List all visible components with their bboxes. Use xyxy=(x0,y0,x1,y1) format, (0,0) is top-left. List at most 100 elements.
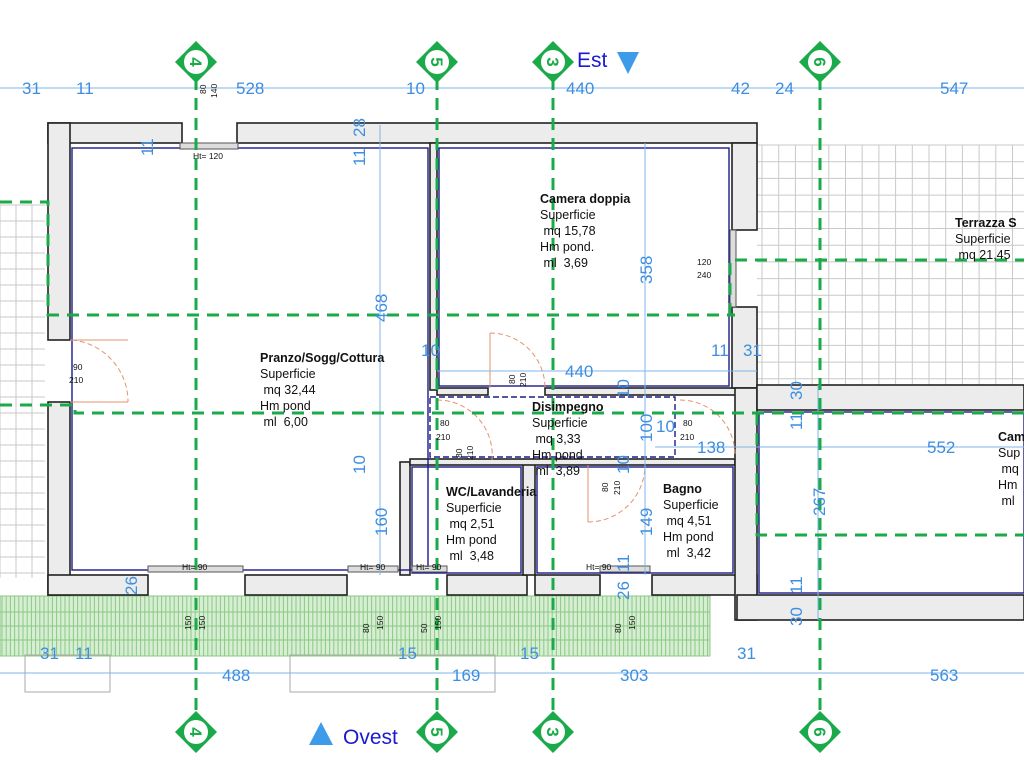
wall xyxy=(446,574,528,596)
room-label-camera-doppia: Camera doppia Superficie mq 15,78 Hm pon… xyxy=(540,192,631,270)
room-label-wc: WC/Lavanderia Superficie mq 2,51 Hm pond… xyxy=(446,485,537,563)
dimension-label: 11 xyxy=(711,341,729,360)
room-area-label: Superficie xyxy=(663,498,719,512)
axis-bubble-6-bottom[interactable]: 6 xyxy=(799,711,841,753)
dimension-label: 358 xyxy=(637,256,656,284)
dimension-label: 440 xyxy=(565,362,593,381)
dimension-label: 303 xyxy=(620,666,648,685)
axis-line-horizontal xyxy=(755,413,1024,537)
room-area: mq 3,33 xyxy=(532,432,581,446)
door-swing xyxy=(489,332,546,389)
arrow-down-icon xyxy=(617,52,639,74)
axis-bubble-3-top[interactable]: 3 xyxy=(532,41,574,83)
top-dimensions: 31 11 528 10 440 42 24 547 80 140 xyxy=(22,79,968,98)
dimension-label: 10 xyxy=(350,455,369,474)
room-height: ml 3,42 xyxy=(663,546,711,560)
dimension-label: 26 xyxy=(614,581,633,600)
door-height: 210 xyxy=(518,373,528,387)
opening-labels: Ht= 120 Ht= 90 Ht= 90 Ht= 90 Ht= 90 90 2… xyxy=(69,151,711,633)
room-name: Cam xyxy=(998,430,1024,444)
dimension-label: 42 xyxy=(731,79,750,98)
dimension-label: 15 xyxy=(398,644,417,663)
wall xyxy=(731,306,758,389)
room-label-pranzo: Pranzo/Sogg/Cottura Superficie mq 32,44 … xyxy=(260,351,385,429)
axis-bubble-6-top[interactable]: 6 xyxy=(799,41,841,83)
room-name: Terrazza S xyxy=(955,216,1017,230)
dimension-label: 31 xyxy=(737,644,756,663)
axis-bubble-3-bottom[interactable]: 3 xyxy=(532,711,574,753)
wall xyxy=(244,574,348,596)
orientation-label-west: Ovest xyxy=(343,726,398,749)
door-width: 80 xyxy=(600,482,610,492)
window-height-label: Ht= 120 xyxy=(193,151,223,161)
dimension-label: 100 xyxy=(637,414,656,442)
dimension-label: 440 xyxy=(566,79,594,98)
room-label-camera-2: Cam Sup mq Hm ml xyxy=(998,430,1024,508)
wall xyxy=(399,461,411,576)
axis-label: 3 xyxy=(543,727,562,736)
window-height: 240 xyxy=(697,270,711,280)
window-sill-label: Ht= 90 xyxy=(586,562,612,572)
axis-label: 3 xyxy=(543,57,562,66)
balcony-railing xyxy=(0,596,710,656)
dimension-label: 24 xyxy=(775,79,794,98)
dimension-label: 267 xyxy=(810,488,829,516)
walls xyxy=(47,122,1024,621)
room-height-label: Hm pond. xyxy=(540,240,594,254)
room-height: ml 6,00 xyxy=(260,415,308,429)
room-height: ml 3,89 xyxy=(532,464,580,478)
room-outline-bagno xyxy=(536,466,734,574)
axis-bubble-5-bottom[interactable]: 5 xyxy=(416,711,458,753)
room-area-label: Superficie xyxy=(446,501,502,515)
door-swing xyxy=(436,399,493,461)
dimension-label: 10 xyxy=(614,379,633,398)
dimension-label: 10 xyxy=(656,417,675,436)
room-height-label: Hm pond xyxy=(663,530,714,544)
dimension-label: 15 xyxy=(520,644,539,663)
inner-dimensions: 10 440 11 31 10 138 552 11 xyxy=(138,138,955,457)
axis-line-horizontal xyxy=(728,258,1024,315)
balcony-dimension: 150 xyxy=(183,616,193,630)
door-swing xyxy=(679,399,736,456)
dimension-label: 11 xyxy=(787,412,806,430)
axis-bubble-4-bottom[interactable]: 4 xyxy=(175,711,217,753)
window-sill-label: Ht= 90 xyxy=(360,562,386,572)
room-name: Pranzo/Sogg/Cottura xyxy=(260,351,385,365)
wall xyxy=(236,122,758,144)
wall xyxy=(756,384,1024,411)
dimension-label: 149 xyxy=(637,508,656,536)
room-height-label: Hm pond xyxy=(532,448,583,462)
arrow-up-icon xyxy=(309,722,333,745)
axis-bubble-5-top[interactable]: 5 xyxy=(416,41,458,83)
room-label-bagno: Bagno Superficie mq 4,51 Hm pond ml 3,42 xyxy=(663,482,719,560)
balcony-dimension: 150 xyxy=(433,616,443,630)
balcony-dimension: 150 xyxy=(375,616,385,630)
orientation-label-east: Est xyxy=(577,49,608,72)
dimension-label: 26 xyxy=(122,576,141,595)
room-name: Camera doppia xyxy=(540,192,631,206)
dimension-label: 30 xyxy=(787,381,806,400)
axis-label: 4 xyxy=(186,57,205,67)
axis-bubbles: 4 5 3 6 4 5 3 6 xyxy=(175,41,841,753)
window-dimension: 80 xyxy=(198,84,208,94)
wall xyxy=(47,401,71,596)
wall xyxy=(534,574,601,596)
dimension-label: 160 xyxy=(372,508,391,536)
door-height: 210 xyxy=(612,481,622,495)
dimension-label: 488 xyxy=(222,666,250,685)
door-width: 80 xyxy=(440,418,450,428)
axis-bubble-4-top[interactable]: 4 xyxy=(175,41,217,83)
axis-label: 6 xyxy=(810,727,829,736)
dimension-label: 10 xyxy=(614,455,633,474)
axis-label: 4 xyxy=(186,727,205,737)
dimension-label: 31 xyxy=(40,644,59,663)
dimension-label: 547 xyxy=(940,79,968,98)
grid-axes xyxy=(0,78,1024,715)
dimension-label: 11 xyxy=(787,576,806,594)
wall xyxy=(736,594,1024,621)
window xyxy=(347,565,399,573)
room-area: mq 32,44 xyxy=(260,383,316,397)
balcony-dimension: 150 xyxy=(197,616,207,630)
door-height: 210 xyxy=(465,446,475,460)
